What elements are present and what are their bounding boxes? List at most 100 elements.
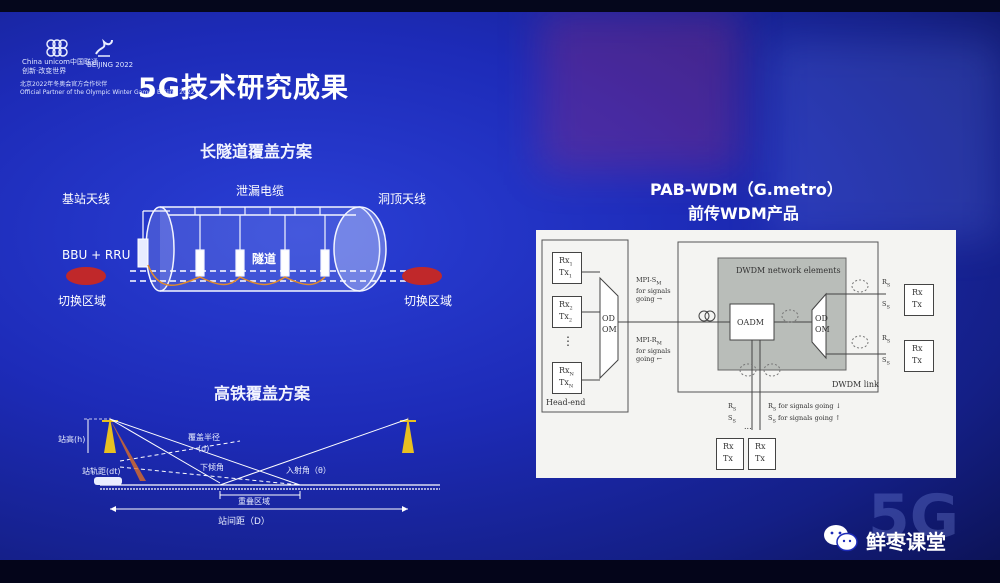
ss-bottom-left: SS <box>728 414 736 425</box>
rx2-label: Rx <box>559 300 570 309</box>
tx1-sub: 1 <box>568 273 573 280</box>
wdm-diagram-panel: Rx1 Tx1 Rx2 Tx2 ⋮ RxN TxN Head-end OD OM… <box>536 230 956 478</box>
mpi-s-note2: going → <box>636 295 663 304</box>
overlap-label: 重叠区域 <box>238 497 270 506</box>
tx2-label: Tx <box>559 312 569 321</box>
partner-line-1: 北京2022年冬奥会官方合作伙伴 <box>20 81 108 88</box>
rx2-sub: 2 <box>569 305 573 312</box>
handover-right-label: 切换区域 <box>404 294 453 308</box>
bottom-bezel <box>0 560 1000 583</box>
tx-label: Tx <box>912 300 922 309</box>
unicom-tagline: 创新·改变世界 <box>22 67 67 75</box>
mpi-s-label: MPI-S <box>636 276 657 284</box>
roof-antenna-label: 洞顶天线 <box>378 192 427 206</box>
rxtx-n-box: RxN TxN <box>552 362 582 394</box>
tx-label: Tx <box>723 454 733 463</box>
ss-label: S <box>882 300 887 308</box>
ss-sub: S <box>732 418 736 425</box>
rs-note-r: R <box>768 402 773 410</box>
rs-sub: S <box>886 282 891 289</box>
ss-note-line: SS for signals going ↑ <box>768 414 841 425</box>
rs-right-top: RS <box>882 278 890 289</box>
rs-bottom-left: RS <box>728 402 736 413</box>
ss-label: S <box>728 414 733 422</box>
mpi-s-note: MPI-SM for signals going → <box>636 276 671 303</box>
mpi-s-sub: M <box>656 280 662 287</box>
rx-label: Rx <box>755 442 766 451</box>
incidence-label: 入射角（θ） <box>286 466 331 475</box>
rs-label: R <box>882 334 887 342</box>
tx2-sub: 2 <box>568 317 573 324</box>
ss-right-bottom: SS <box>882 356 890 367</box>
wechat-icon <box>824 525 858 552</box>
background-5g-mark: 5G <box>868 482 959 552</box>
bbu-rru-label: BBU + RRU <box>62 248 131 262</box>
txn-label: Tx <box>559 378 569 387</box>
rxtx-bottom-left-box: Rx Tx <box>716 438 744 470</box>
pab-title-line2: 前传WDM产品 <box>688 204 799 223</box>
rx1-sub: 1 <box>569 261 573 268</box>
downtilt-label: 下倾角 <box>200 463 224 472</box>
slide-title: 5G技术研究成果 <box>138 73 349 104</box>
dwdm-network-label: DWDM network elements <box>736 266 841 275</box>
rx-label: Rx <box>912 288 923 297</box>
unicom-logo-icon <box>46 39 68 57</box>
rxn-label: Rx <box>559 366 570 375</box>
rxtx-ellipsis: ⋮ <box>562 334 574 348</box>
mpi-r-note: MPI-RM for signals going ← <box>636 336 671 363</box>
wdm-diagram-lines <box>541 239 886 430</box>
coverage-d-label: (d) <box>198 444 210 453</box>
mpi-r-sub: M <box>656 340 662 347</box>
top-bezel <box>0 0 1000 12</box>
rxtx-right-bottom-box: Rx Tx <box>904 340 934 372</box>
rxtx-1-box: Rx1 Tx1 <box>552 252 582 284</box>
ss-note-tail: for signals going ↑ <box>777 414 841 422</box>
station-track-label: 站轨距(dt) <box>82 467 121 476</box>
tx-label: Tx <box>755 454 765 463</box>
rs-sub: S <box>732 406 737 413</box>
background-glow <box>540 12 740 172</box>
rx-label: Rx <box>723 442 734 451</box>
tunnel-diagram <box>66 206 442 292</box>
coverage-radius-label: 覆盖半径 <box>188 433 220 442</box>
ss-note-s: S <box>768 414 773 422</box>
om-label-left: OM <box>602 325 617 334</box>
unicom-name: China unicom中国联通 <box>22 58 98 66</box>
rxtx-right-top-box: Rx Tx <box>904 284 934 316</box>
background-glow <box>770 40 1000 240</box>
site-spacing-label: 站间距（D） <box>218 517 270 527</box>
txn-sub: N <box>568 383 574 390</box>
rs-right-bottom: RS <box>882 334 890 345</box>
tx-label: Tx <box>912 356 922 365</box>
beijing-2022-emblem-icon <box>95 38 113 57</box>
handover-left-label: 切换区域 <box>58 294 107 308</box>
base-antenna-label: 基站天线 <box>62 192 111 206</box>
station-height-label: 站高(h) <box>58 435 86 444</box>
rx1-label: Rx <box>559 256 570 265</box>
bottom-ellipsis: ... <box>744 422 752 431</box>
tx1-label: Tx <box>559 268 569 277</box>
rs-label: R <box>882 278 887 286</box>
rs-note-tail: for signals going ↓ <box>778 402 842 410</box>
railway-heading: 高铁覆盖方案 <box>214 384 311 403</box>
ss-note-sub: S <box>772 418 776 425</box>
rs-note-sub: S <box>772 406 777 413</box>
right-tower-icon <box>400 417 416 453</box>
dwdm-link-label: DWDM link <box>832 380 879 389</box>
railway-diagram <box>84 417 440 512</box>
om-label-right: OM <box>815 325 830 334</box>
rxn-sub: N <box>569 371 574 378</box>
partner-line-2: Official Partner of the Olympic Winter G… <box>20 89 195 96</box>
leaky-cable-label: 泄漏电缆 <box>236 184 285 198</box>
mpi-r-label: MPI-R <box>636 336 657 344</box>
rxtx-2-box: Rx2 Tx2 <box>552 296 582 328</box>
od-label-right: OD <box>815 314 828 323</box>
mpi-s-note1: for signals <box>636 287 671 296</box>
rs-note-line: RS for signals going ↓ <box>768 402 841 413</box>
oadm-label: OADM <box>737 318 764 327</box>
rx-label: Rx <box>912 344 923 353</box>
mpi-r-note2: going ← <box>636 355 663 364</box>
rs-sub: S <box>886 338 891 345</box>
od-label-left: OD <box>602 314 615 323</box>
